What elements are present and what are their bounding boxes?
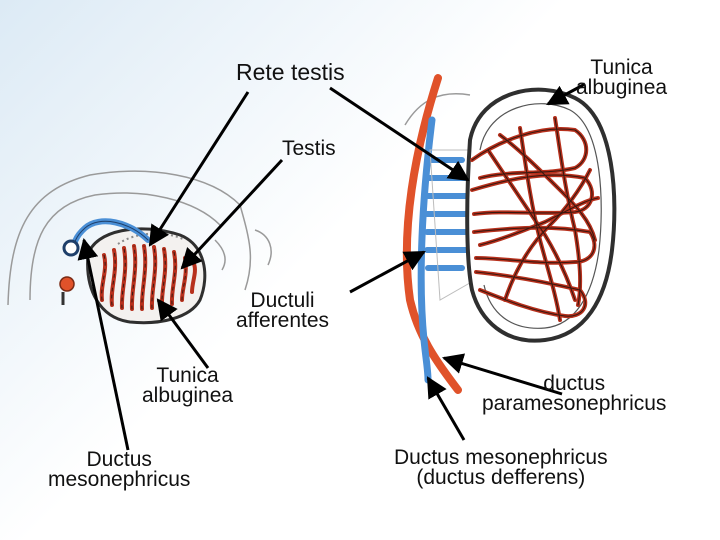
- paramesonephric-duct: [402, 74, 462, 394]
- early-duct-end-blue: [62, 239, 80, 257]
- arrow-testis: [180, 158, 284, 270]
- label-ductus-paramesonephricus-line1: ductus: [543, 372, 606, 395]
- early-duct-end-red: [59, 276, 75, 292]
- label-testis: Testis: [282, 137, 336, 160]
- label-ductus-mesonephricus-right: Ductus mesonephricus (ductus defferens): [394, 446, 608, 489]
- early-rete-testis: [117, 232, 186, 245]
- label-tunica-albuginea-right: Tunica albuginea: [576, 56, 668, 99]
- label-tunica-albuginea-right-line2: albuginea: [576, 76, 668, 99]
- mature-testis: [402, 74, 617, 394]
- label-ductuli-afferentes: Ductuli afferentes: [236, 289, 330, 332]
- label-tunica-albuginea-left-line2: albuginea: [142, 384, 234, 407]
- arrow-rete-testis-left: [148, 91, 250, 247]
- label-tunica-albuginea-right-line1: Tunica: [590, 56, 653, 79]
- seminiferous-tubules: [470, 116, 600, 322]
- label-ductus-mesonephricus-right-line2: (ductus defferens): [416, 466, 586, 489]
- arrow-ductuli-afferentes: [349, 250, 426, 294]
- leader-arrows: [77, 82, 586, 451]
- arrow-ductus-paramesonephricus: [441, 353, 563, 396]
- label-ductus-paramesonephricus-line2: paramesonephricus: [482, 392, 667, 415]
- arrow-ductus-mesonephricus-right: [426, 376, 466, 441]
- label-ductus-mesonephricus-right-line1: Ductus mesonephricus: [394, 446, 608, 469]
- arrow-rete-testis-right: [329, 86, 470, 182]
- label-ductus-paramesonephricus: ductus paramesonephricus: [482, 372, 667, 415]
- label-ductuli-afferentes-line2: afferentes: [236, 309, 330, 332]
- label-rete-testis: Rete testis: [236, 59, 345, 85]
- label-ductus-mesonephricus-left-line1: Ductus: [86, 448, 152, 471]
- background-tissue-outline: [7, 93, 471, 306]
- label-tunica-albuginea-left-line1: Tunica: [156, 364, 219, 387]
- arrow-tunica-albuginea-left: [156, 298, 210, 369]
- arrow-tunica-albuginea-right: [546, 82, 586, 106]
- label-ductus-mesonephricus-left: Ductus mesonephricus: [48, 448, 191, 491]
- label-tunica-albuginea-left: Tunica albuginea: [142, 364, 234, 407]
- early-gonad: [59, 218, 207, 325]
- label-ductuli-afferentes-line1: Ductuli: [250, 289, 315, 312]
- label-ductus-mesonephricus-left-line2: mesonephricus: [48, 468, 191, 491]
- arrow-ductus-mesonephricus-left: [77, 237, 130, 451]
